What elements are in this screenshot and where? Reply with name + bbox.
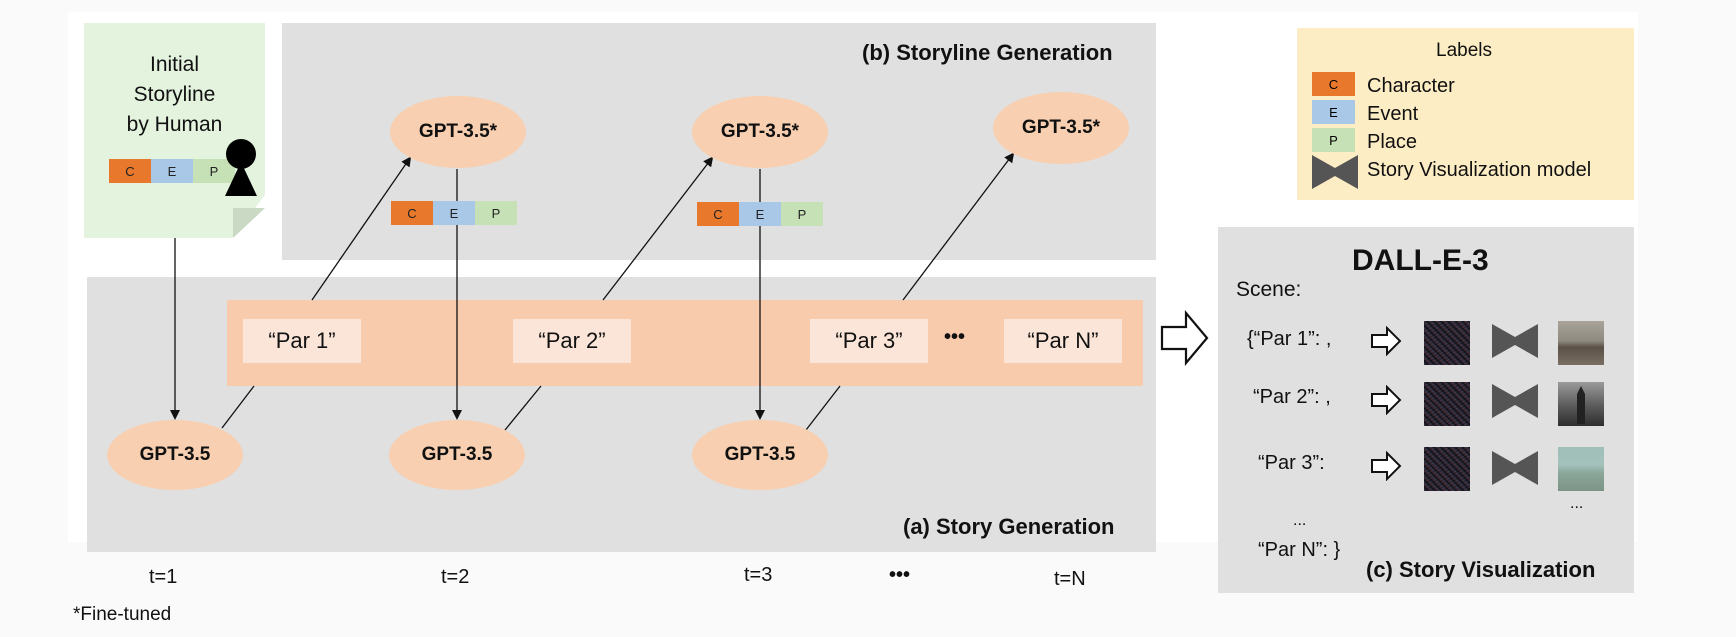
line-gpt3-to-par3 xyxy=(805,385,841,431)
timestep-n: t=N xyxy=(1054,568,1086,590)
storyline-cep-tags-2: C E P xyxy=(697,202,823,226)
legend-character-swatch: C xyxy=(1312,72,1355,96)
event-tag: E xyxy=(151,159,193,183)
paragraph-3: “Par 3” xyxy=(810,319,928,363)
tower-icon xyxy=(1577,386,1585,424)
scene-line-2: “Par 2”: , xyxy=(1253,386,1331,408)
paragraph-n: “Par N” xyxy=(1004,319,1122,363)
gpt-node-2: GPT-3.5 xyxy=(389,420,525,490)
timestep-1: t=1 xyxy=(149,566,178,588)
noise-image xyxy=(1424,321,1470,365)
noise-image xyxy=(1424,447,1470,491)
bowtie-model-icon xyxy=(1492,384,1538,418)
storyline-cep-tags-1: C E P xyxy=(391,201,517,225)
paragraph-ellipsis: ••• xyxy=(944,326,966,348)
place-tag: P xyxy=(475,201,517,225)
arrow-par3-to-gptstar3 xyxy=(902,152,1015,301)
small-arrow-icon xyxy=(1371,326,1402,356)
small-arrow-icon xyxy=(1371,385,1402,415)
initial-storyline-line-1: Initial xyxy=(149,53,200,76)
timestep-ellipsis: ••• xyxy=(889,564,911,586)
place-tag: P xyxy=(781,202,823,226)
gpt-node-1: GPT-3.5 xyxy=(107,420,243,490)
legend-title: Labels xyxy=(1436,40,1492,61)
arrow-par2-to-gptstar2 xyxy=(602,156,714,301)
scene-line-n: “Par N”: } xyxy=(1258,539,1341,561)
gpt-finetuned-node-1: GPT-3.5* xyxy=(390,96,526,168)
scene-line-ellipsis: ... xyxy=(1293,512,1307,529)
initial-storyline-sheet xyxy=(84,23,265,238)
footnote: *Fine-tuned xyxy=(73,604,172,625)
model-name: DALL-E-3 xyxy=(1352,244,1489,277)
character-tag: C xyxy=(391,201,433,225)
storyline-generation-title: (b) Storyline Generation xyxy=(862,40,1113,65)
legend-character-label: Character xyxy=(1367,75,1455,97)
thumb-ellipsis: ... xyxy=(1570,495,1584,512)
place-tag: P xyxy=(193,159,235,183)
paragraph-1: “Par 1” xyxy=(243,319,361,363)
story-visualization-title: (c) Story Visualization xyxy=(1366,557,1596,582)
legend-bowtie-icon xyxy=(1312,155,1358,189)
generated-image-3 xyxy=(1558,447,1604,491)
arrow-par1-to-gptstar1 xyxy=(311,156,412,301)
legend-event-label: Event xyxy=(1367,103,1419,125)
person-lock-icon xyxy=(225,139,257,196)
scene-line-1: {“Par 1”: , xyxy=(1247,328,1332,350)
gpt-finetuned-node-3: GPT-3.5* xyxy=(993,92,1129,164)
generated-image-1 xyxy=(1558,321,1604,365)
legend-event-swatch: E xyxy=(1312,100,1355,124)
story-generation-title: (a) Story Generation xyxy=(903,514,1115,539)
timestep-3: t=3 xyxy=(744,564,773,586)
event-tag: E xyxy=(433,201,475,225)
small-arrow-icon xyxy=(1371,451,1402,481)
paragraph-2: “Par 2” xyxy=(513,319,631,363)
gpt-finetuned-node-2: GPT-3.5* xyxy=(692,96,828,168)
scene-label: Scene: xyxy=(1236,278,1302,301)
human-cep-tags: C E P xyxy=(109,159,235,183)
line-gpt2-to-par2 xyxy=(504,385,542,431)
right-arrow-icon xyxy=(1160,310,1209,366)
gpt-node-3: GPT-3.5 xyxy=(692,420,828,490)
scene-line-3: “Par 3”: xyxy=(1258,452,1325,474)
bowtie-model-icon xyxy=(1492,451,1538,485)
noise-image xyxy=(1424,382,1470,426)
timestep-2: t=2 xyxy=(441,566,470,588)
character-tag: C xyxy=(109,159,151,183)
event-tag: E xyxy=(739,202,781,226)
legend-model-label: Story Visualization model xyxy=(1367,159,1592,181)
bowtie-model-icon xyxy=(1492,324,1538,358)
character-tag: C xyxy=(697,202,739,226)
paragraph-strip xyxy=(227,300,1143,386)
legend-place-swatch: P xyxy=(1312,128,1355,152)
initial-storyline-line-3: by Human xyxy=(126,113,223,136)
legend-place-label: Place xyxy=(1367,131,1418,153)
line-gpt1-to-par1 xyxy=(221,385,255,429)
initial-storyline-line-2: Storyline xyxy=(133,83,216,106)
